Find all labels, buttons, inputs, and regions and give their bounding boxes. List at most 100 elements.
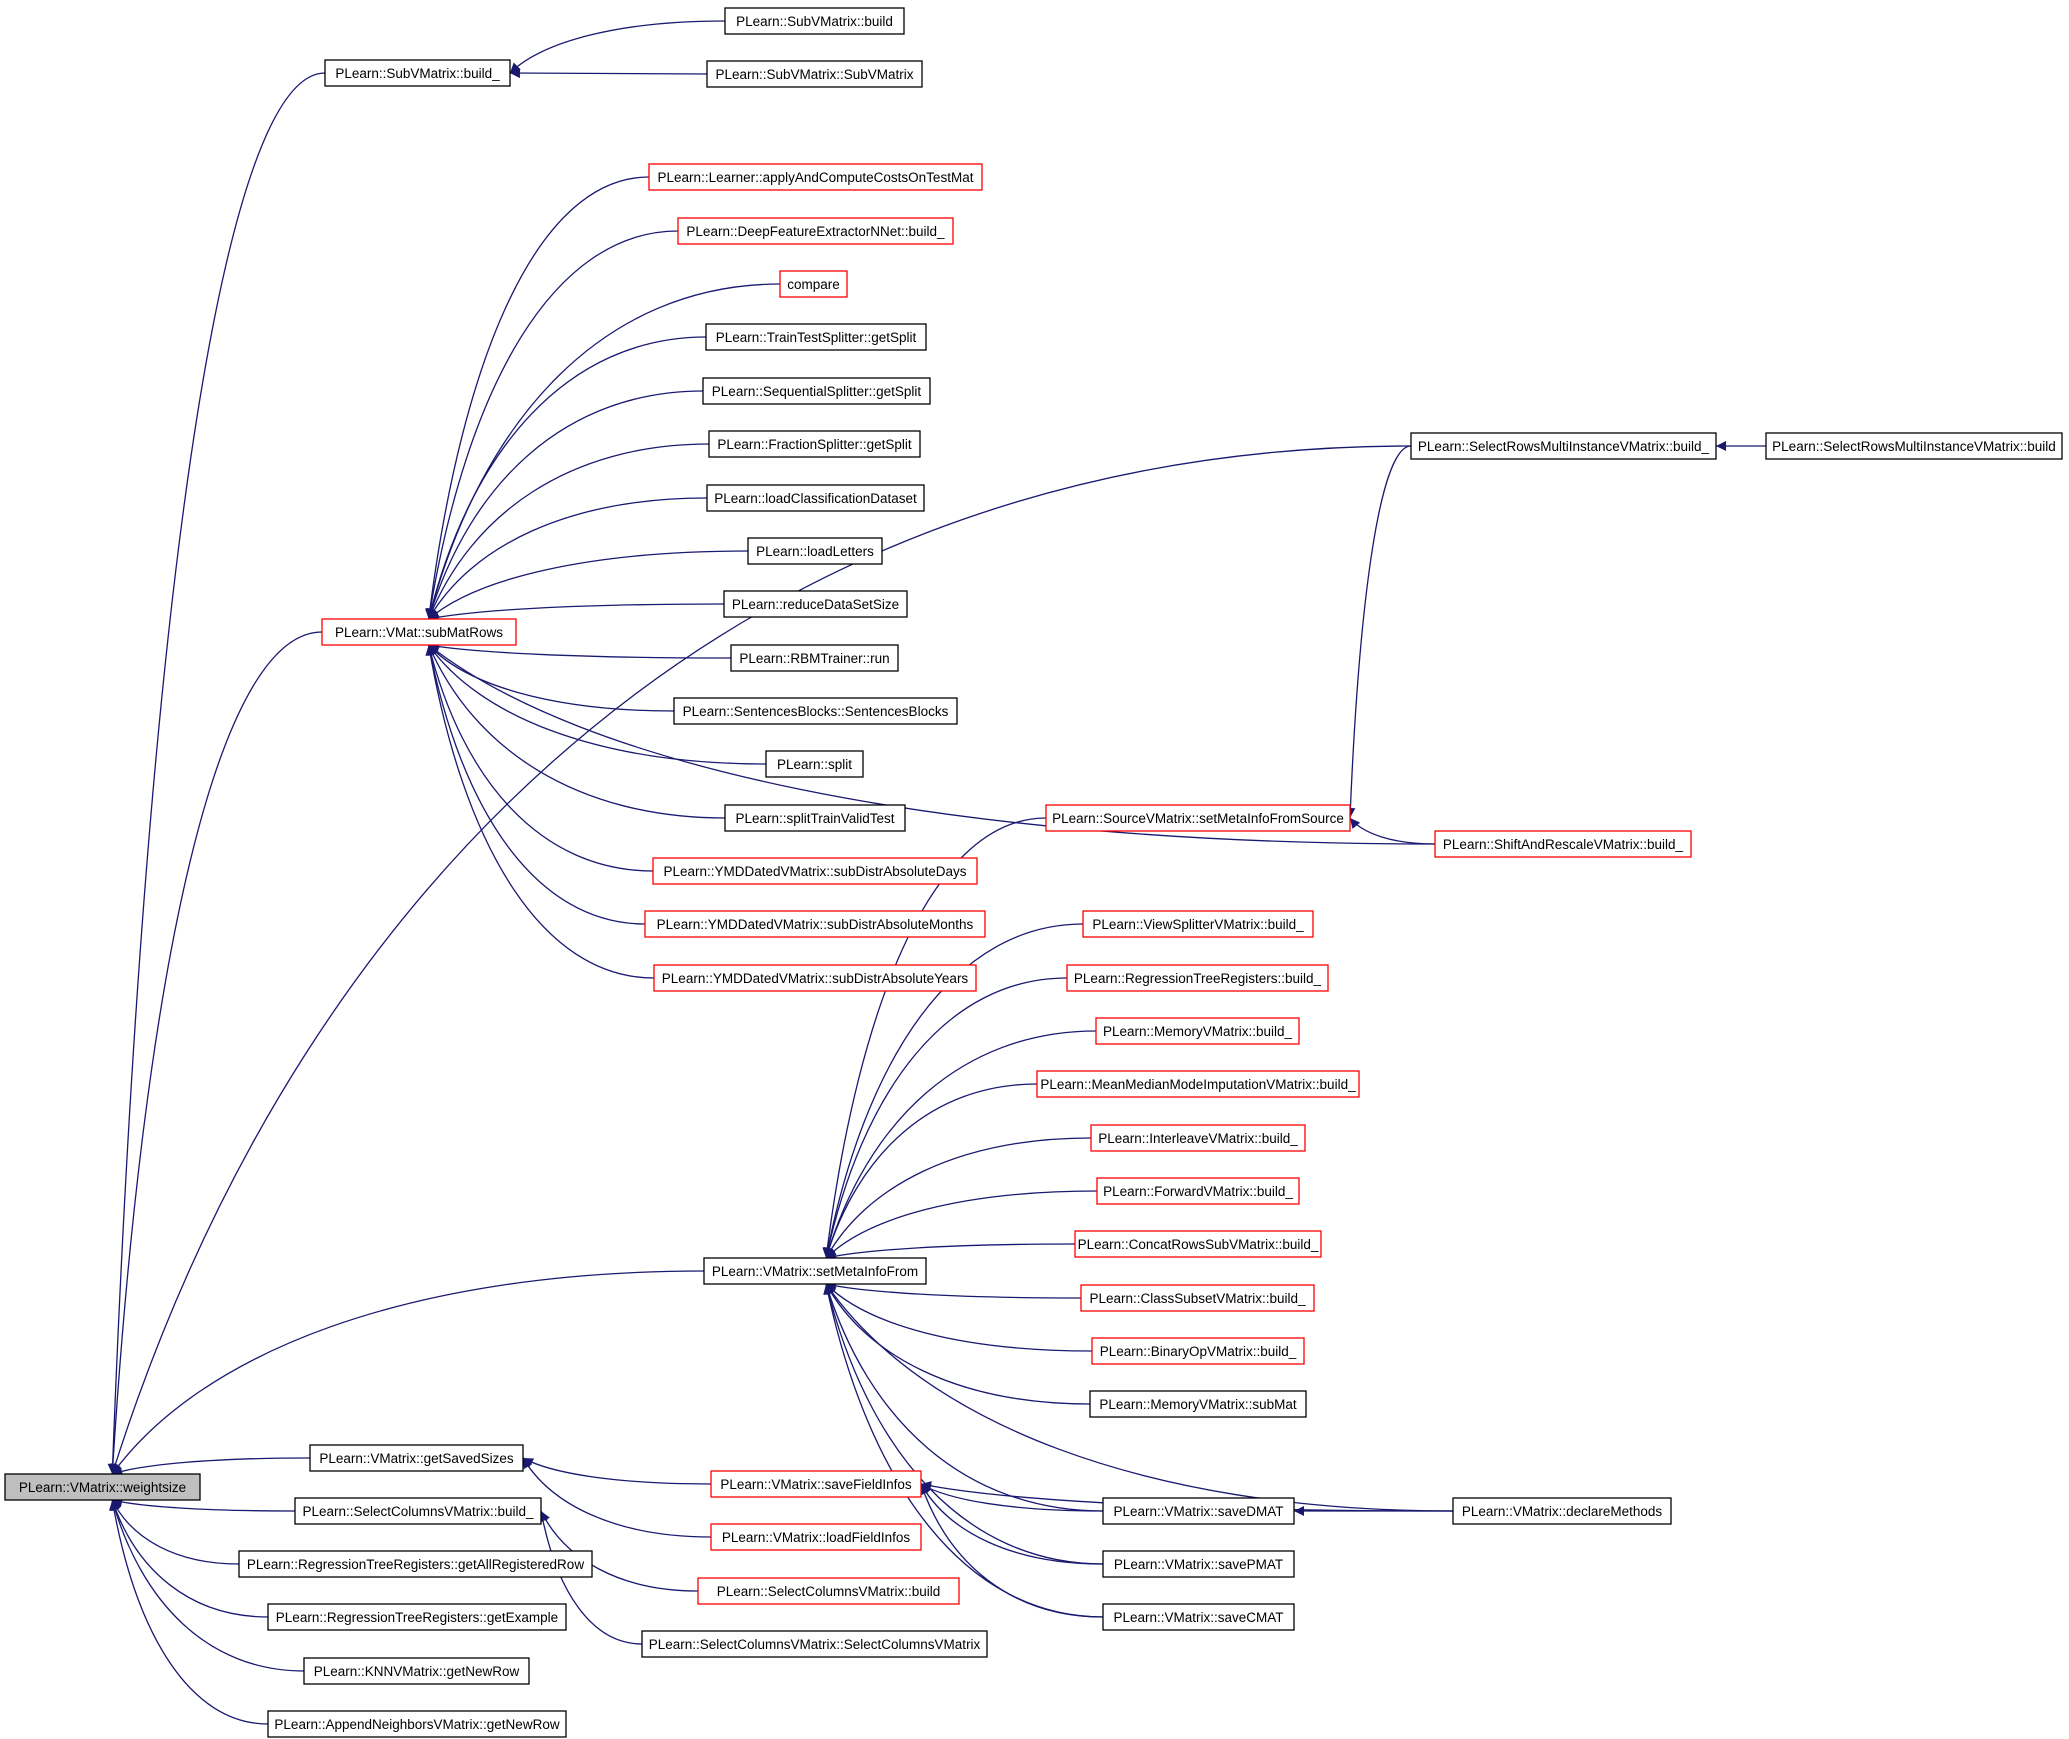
node-subvm_build_[interactable]: PLearn::SubVMatrix::build_ <box>324 59 511 87</box>
node-knnv_getnewrow[interactable]: PLearn::KNNVMatrix::getNewRow <box>303 1657 530 1685</box>
node-box <box>705 323 927 351</box>
node-savecmat[interactable]: PLearn::VMatrix::saveCMAT <box>1102 1603 1295 1631</box>
edge-subvm_build-to-subvm_build_ <box>509 20 726 74</box>
node-splittrain[interactable]: PLearn::splitTrainValidTest <box>724 804 906 832</box>
node-ymd_years[interactable]: PLearn::YMDDatedVMatrix::subDistrAbsolut… <box>653 964 977 992</box>
node-ymd_months[interactable]: PLearn::YMDDatedVMatrix::subDistrAbsolut… <box>644 910 986 938</box>
node-label: PLearn::SubVMatrix::build <box>736 14 893 29</box>
node-setmetainfofrom[interactable]: PLearn::VMatrix::setMetaInfoFrom <box>703 1257 927 1285</box>
edge-loadletters-to-submatrows <box>428 550 749 620</box>
node-label: PLearn::RBMTrainer::run <box>739 651 889 666</box>
node-binaryop[interactable]: PLearn::BinaryOpVMatrix::build_ <box>1091 1337 1305 1365</box>
node-savepmat[interactable]: PLearn::VMatrix::savePMAT <box>1102 1550 1295 1578</box>
node-box <box>652 857 978 885</box>
node-appendn_getnewrow[interactable]: PLearn::AppendNeighborsVMatrix::getNewRo… <box>267 1710 567 1738</box>
node-label: PLearn::VMat::subMatRows <box>335 625 503 640</box>
node-label: PLearn::splitTrainValidTest <box>735 811 894 826</box>
node-label: PLearn::SelectRowsMultiInstanceVMatrix::… <box>1772 439 2056 454</box>
node-label: PLearn::YMDDatedVMatrix::subDistrAbsolut… <box>662 971 969 986</box>
edge-splittrain-to-submatrows <box>428 644 726 819</box>
node-compare[interactable]: compare <box>779 270 848 298</box>
node-box <box>710 1470 922 1498</box>
node-forward[interactable]: PLearn::ForwardVMatrix::build_ <box>1096 1177 1300 1205</box>
edge-deepfeat-to-submatrows <box>425 230 679 620</box>
node-rbmrun[interactable]: PLearn::RBMTrainer::run <box>730 644 899 672</box>
node-savefieldinfos[interactable]: PLearn::VMatrix::saveFieldInfos <box>710 1470 922 1498</box>
node-subvm_ctor[interactable]: PLearn::SubVMatrix::SubVMatrix <box>706 60 923 88</box>
node-selcols_build[interactable]: PLearn::SelectColumnsVMatrix::build <box>697 1577 960 1605</box>
node-box <box>1074 1230 1322 1258</box>
node-subvm_build[interactable]: PLearn::SubVMatrix::build <box>724 7 905 35</box>
node-interleave[interactable]: PLearn::InterleaveVMatrix::build_ <box>1090 1124 1306 1152</box>
node-label: PLearn::YMDDatedVMatrix::subDistrAbsolut… <box>657 917 974 932</box>
node-label: PLearn::loadLetters <box>756 544 874 559</box>
node-weightsize[interactable]: PLearn::VMatrix::weightsize <box>4 1473 201 1501</box>
node-src_setmeta[interactable]: PLearn::SourceVMatrix::setMetaInfoFromSo… <box>1045 804 1351 832</box>
node-seq_getsplit[interactable]: PLearn::SequentialSplitter::getSplit <box>702 377 931 405</box>
edge-loadclass-to-submatrows <box>428 497 708 620</box>
node-classsubset[interactable]: PLearn::ClassSubsetVMatrix::build_ <box>1080 1284 1315 1312</box>
node-label: PLearn::VMatrix::loadFieldInfos <box>722 1530 911 1545</box>
edge-selcols_ctor-to-selcols_build_ <box>537 1510 643 1645</box>
node-ymd_days[interactable]: PLearn::YMDDatedVMatrix::subDistrAbsolut… <box>652 857 978 885</box>
node-box <box>730 644 899 672</box>
node-label: PLearn::YMDDatedVMatrix::subDistrAbsolut… <box>663 864 966 879</box>
node-box <box>238 1550 593 1578</box>
edge-savepmat-to-savefieldinfos <box>920 1483 1104 1565</box>
node-regtree_getall[interactable]: PLearn::RegressionTreeRegisters::getAllR… <box>238 1550 593 1578</box>
node-meanmedian[interactable]: PLearn::MeanMedianModeImputationVMatrix:… <box>1036 1070 1360 1098</box>
node-selcols_ctor[interactable]: PLearn::SelectColumnsVMatrix::SelectColu… <box>641 1630 988 1658</box>
node-submatrows[interactable]: PLearn::VMat::subMatRows <box>321 618 517 646</box>
node-regtree_build_[interactable]: PLearn::RegressionTreeRegisters::build_ <box>1066 964 1329 992</box>
node-selcols_build_[interactable]: PLearn::SelectColumnsVMatrix::build_ <box>294 1497 542 1525</box>
node-label: PLearn::MemoryVMatrix::build_ <box>1103 1024 1293 1039</box>
node-reducedata[interactable]: PLearn::reduceDataSetSize <box>723 590 908 618</box>
edge-savedmat-to-savefieldinfos <box>920 1483 1104 1512</box>
node-savedmat[interactable]: PLearn::VMatrix::saveDMAT <box>1102 1497 1295 1525</box>
node-selrows_build_[interactable]: PLearn::SelectRowsMultiInstanceVMatrix::… <box>1410 432 1717 460</box>
node-viewsplit[interactable]: PLearn::ViewSplitterVMatrix::build_ <box>1082 910 1314 938</box>
node-box <box>1082 910 1314 938</box>
edge-frac_getsplit-to-submatrows <box>427 443 710 620</box>
edges <box>107 20 1767 1725</box>
node-regtree_getex[interactable]: PLearn::RegressionTreeRegisters::getExam… <box>267 1603 567 1631</box>
node-box <box>1091 1337 1305 1365</box>
node-frac_getsplit[interactable]: PLearn::FractionSplitter::getSplit <box>708 430 921 458</box>
edge-interleave-to-setmetainfofrom <box>825 1137 1092 1259</box>
nodes: PLearn::VMatrix::weightsize PLearn::SubVM… <box>4 7 2063 1738</box>
node-label: PLearn::VMatrix::declareMethods <box>1462 1504 1663 1519</box>
node-selrows_build[interactable]: PLearn::SelectRowsMultiInstanceVMatrix::… <box>1765 432 2063 460</box>
node-loadletters[interactable]: PLearn::loadLetters <box>747 537 883 565</box>
node-box <box>648 163 983 191</box>
node-tts_getsplit[interactable]: PLearn::TrainTestSplitter::getSplit <box>705 323 927 351</box>
node-label: PLearn::SelectColumnsVMatrix::build_ <box>302 1504 534 1519</box>
node-label: PLearn::SubVMatrix::SubVMatrix <box>715 67 913 82</box>
node-declaremethods[interactable]: PLearn::VMatrix::declareMethods <box>1452 1497 1672 1525</box>
node-loadfieldinfos[interactable]: PLearn::VMatrix::loadFieldInfos <box>710 1523 922 1551</box>
node-box <box>324 59 511 87</box>
node-loadclass[interactable]: PLearn::loadClassificationDataset <box>706 484 925 512</box>
node-shift_build_[interactable]: PLearn::ShiftAndRescaleVMatrix::build_ <box>1434 830 1692 858</box>
node-memvm_build_[interactable]: PLearn::MemoryVMatrix::build_ <box>1095 1017 1300 1045</box>
node-box <box>1089 1390 1307 1418</box>
node-memvm_submat[interactable]: PLearn::MemoryVMatrix::subMat <box>1089 1390 1307 1418</box>
edge-seq_getsplit-to-submatrows <box>426 390 704 620</box>
node-box <box>1452 1497 1672 1525</box>
node-box <box>267 1710 567 1738</box>
node-box <box>765 750 864 778</box>
node-label: PLearn::SelectColumnsVMatrix::SelectColu… <box>649 1637 981 1652</box>
node-label: PLearn::VMatrix::setMetaInfoFrom <box>712 1264 918 1279</box>
node-split[interactable]: PLearn::split <box>765 750 864 778</box>
node-box <box>1410 432 1717 460</box>
node-concatrows[interactable]: PLearn::ConcatRowsSubVMatrix::build_ <box>1074 1230 1322 1258</box>
node-deepfeat[interactable]: PLearn::DeepFeatureExtractorNNet::build_ <box>677 217 954 245</box>
node-label: compare <box>787 277 840 292</box>
node-sentences[interactable]: PLearn::SentencesBlocks::SentencesBlocks <box>673 697 958 725</box>
node-label: PLearn::SourceVMatrix::setMetaInfoFromSo… <box>1052 811 1344 826</box>
edge-regtree_getall-to-weightsize <box>111 1499 240 1565</box>
node-applyAndCompute[interactable]: PLearn::Learner::applyAndComputeCostsOnT… <box>648 163 983 191</box>
edge-savefieldinfos-to-getsavedsizes <box>522 1457 712 1485</box>
node-getsavedsizes[interactable]: PLearn::VMatrix::getSavedSizes <box>309 1444 524 1472</box>
edge-selrows_build_-to-weightsize <box>110 445 1412 1475</box>
